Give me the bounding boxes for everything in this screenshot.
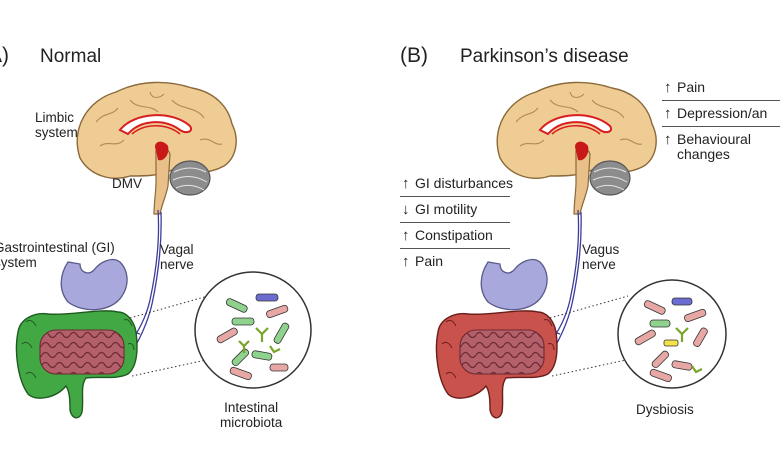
gut-symptom-pain: ↑ Pain [402, 253, 444, 270]
gut-symptom-gi-motility-text: GI motility [415, 201, 478, 217]
panel-b-title: Parkinson’s disease [460, 46, 629, 67]
microbe-blue [255, 293, 279, 302]
microbiota-label-line1: Intestinal [224, 400, 279, 415]
panel-a-gi-tract [15, 258, 138, 419]
arrow-up-icon: ↑ [664, 131, 672, 148]
dysbiosis-label: Dysbiosis [636, 402, 694, 417]
vagus-label-line1: Vagus [582, 242, 620, 257]
arrow-up-icon: ↑ [664, 105, 672, 122]
vagus-nerve-label: Vagus nerve [582, 242, 619, 272]
vagal-nerve-label: Vagal nerve [160, 242, 194, 272]
brain-symptom-behaviour-line2: changes [677, 146, 730, 162]
panel-a-title: Normal [40, 46, 102, 67]
brain-symptom-pain: ↑ Pain [664, 79, 706, 96]
gi-label-line1: Gastrointestinal (GI) [0, 240, 115, 255]
gi-system-label: Gastrointestinal (GI) system [0, 240, 115, 270]
microbiota-label-line2: microbiota [220, 415, 283, 430]
brain-symptom-behaviour: ↑ Behavioural changes [664, 132, 751, 162]
gut-symptom-divider-2 [400, 222, 510, 223]
brain-symptom-pain-text: Pain [677, 79, 706, 95]
limbic-label-line2: system [35, 125, 78, 140]
vagus-label-line2: nerve [582, 257, 616, 272]
brain-symptom-divider-2 [662, 126, 780, 127]
gut-symptom-divider-1 [400, 196, 510, 197]
panel-b-letter: (B) [400, 44, 428, 67]
microbe-y2 [238, 340, 250, 353]
microbe-y1 [255, 327, 269, 342]
gut-symptom-pain-text: Pain [415, 253, 444, 269]
brain-symptom-depression-text: Depression/an [677, 105, 768, 121]
gi-label-line2: system [0, 255, 37, 270]
panel-a-brain [76, 81, 237, 215]
dmv-nucleus [155, 141, 169, 161]
panel-a-letter: A) [0, 44, 9, 67]
brain-symptom-behaviour-line1: Behavioural [677, 131, 751, 147]
panel-b-gi-tract [435, 258, 558, 419]
small-intestine [39, 329, 125, 375]
brain-symptom-depression: ↑ Depression/an [664, 105, 768, 122]
gut-symptom-gi-disturbances-text: GI disturbances [415, 175, 514, 191]
gut-symptom-gi-motility: ↓ GI motility [402, 201, 478, 218]
gut-symptom-divider-3 [400, 248, 510, 249]
brain-symptom-divider-1 [662, 100, 780, 101]
stomach [60, 258, 128, 311]
vagal-label-line1: Vagal [160, 242, 194, 257]
dmv-label: DMV [112, 176, 142, 191]
arrow-up-icon: ↑ [402, 175, 410, 192]
intestinal-microbiota-label: Intestinal microbiota [220, 400, 282, 430]
limbic-system-label: Limbic system [35, 110, 78, 140]
limbic-system [118, 114, 192, 136]
arrow-up-icon: ↑ [402, 253, 410, 270]
panel-a-microbiota-circle [194, 271, 312, 389]
limbic-label-line1: Limbic [35, 110, 75, 125]
panel-a-zoom-lines [129, 295, 209, 377]
arrow-down-icon: ↓ [402, 201, 410, 218]
gut-symptom-constipation: ↑ Constipation [402, 227, 493, 244]
panel-b-zoom-lines [549, 295, 629, 377]
gut-symptom-constipation-text: Constipation [415, 227, 493, 243]
panel-b-dysbiosis-circle [617, 279, 727, 389]
arrow-up-icon: ↑ [402, 227, 410, 244]
brain-cerebrum [76, 81, 237, 179]
gut-symptom-gi-disturbances: ↑ GI disturbances [402, 175, 514, 192]
panel-b-brain [496, 81, 657, 215]
vagal-label-line2: nerve [160, 257, 194, 272]
arrow-up-icon: ↑ [664, 79, 672, 96]
